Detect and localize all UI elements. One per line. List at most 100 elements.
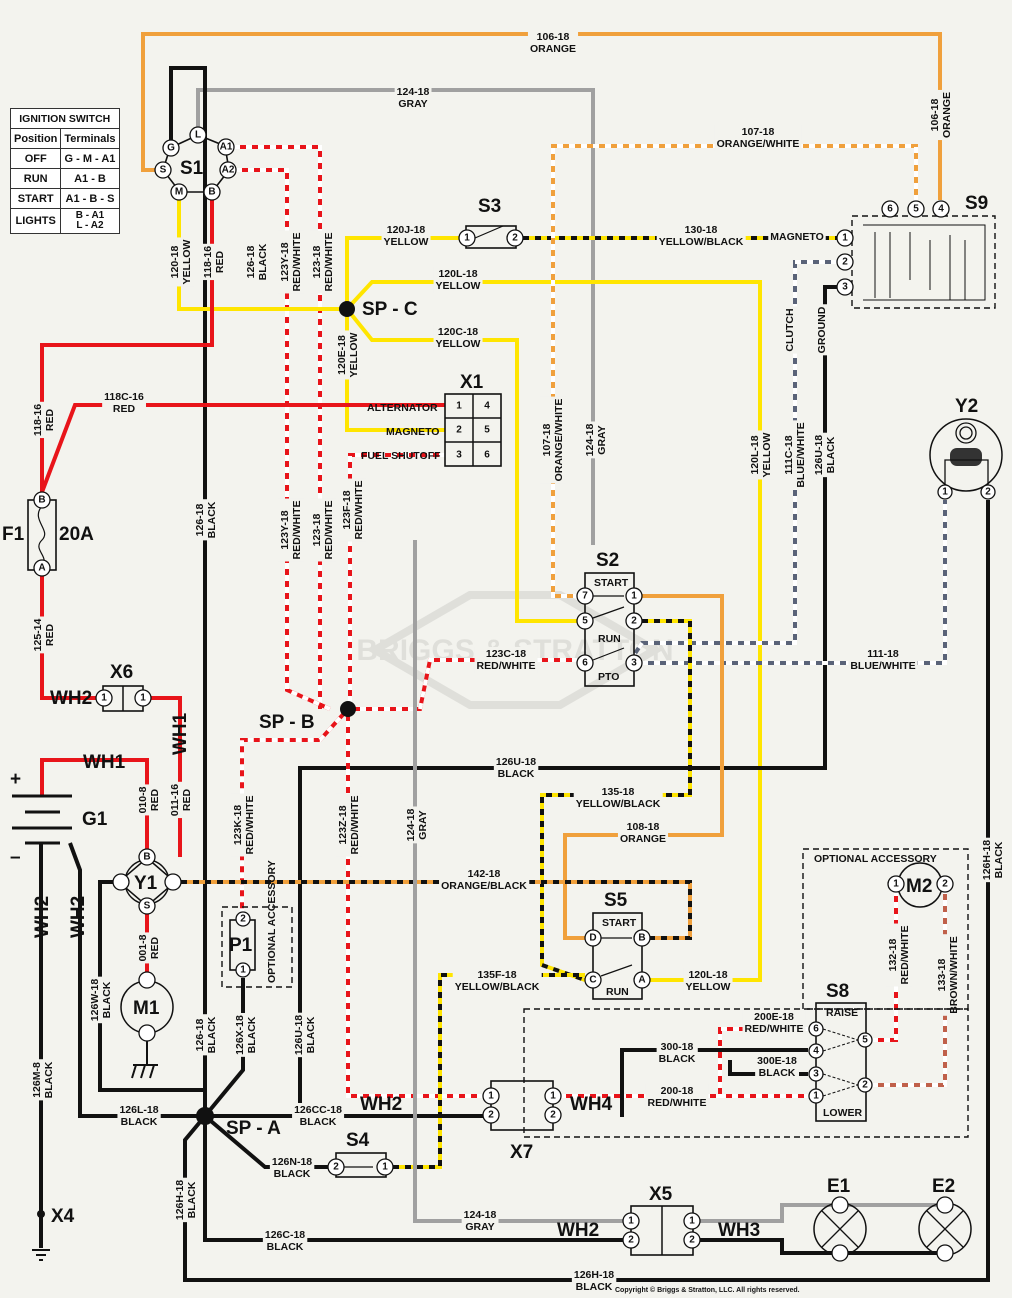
- svg-text:A1: A1: [220, 142, 233, 153]
- svg-text:1: 1: [631, 591, 637, 602]
- svg-text:B: B: [38, 495, 45, 506]
- wire-120c-yellow: [345, 307, 577, 623]
- svg-text:3: 3: [631, 658, 637, 669]
- terminals-cell: A1 - B: [60, 168, 120, 189]
- wire-label-magneto: MAGNETO: [770, 231, 823, 243]
- ground-x4: X4: [32, 1206, 75, 1261]
- svg-text:B: B: [208, 187, 215, 198]
- svg-text:2: 2: [842, 257, 848, 268]
- wire-123y-redwhite-stripe: [236, 168, 331, 711]
- wire-label-w111C: 111C-18BLUE/WHITE: [783, 422, 807, 487]
- svg-text:1: 1: [942, 487, 948, 498]
- wire-label-w011: 011-16RED: [169, 784, 193, 816]
- wire-label-w120: 120-18YELLOW: [169, 239, 193, 284]
- svg-text:S4: S4: [346, 1130, 370, 1151]
- svg-text:S: S: [144, 901, 151, 912]
- svg-text:1: 1: [382, 1162, 388, 1173]
- wire-label-w125: 125-14RED: [32, 618, 56, 651]
- wire-123-redwhite: [234, 145, 322, 709]
- wire-126-black: [169, 66, 207, 1116]
- splice-sp-b: [340, 701, 356, 717]
- svg-text:2: 2: [631, 616, 637, 627]
- svg-text:S3: S3: [478, 196, 501, 217]
- svg-text:7: 7: [582, 591, 588, 602]
- svg-text:FUEL SHUTOFF: FUEL SHUTOFF: [361, 450, 441, 462]
- svg-text:3: 3: [456, 450, 462, 461]
- wire-label-w123Y: 123Y-18RED/WHITE: [279, 233, 303, 292]
- starter-motor-m1: M1: [120, 971, 174, 1079]
- wire-label-w107: 107-18ORANGE/WHITE: [541, 399, 565, 482]
- wire-label-w126b: 126-18BLACK: [194, 1016, 218, 1053]
- svg-text:1: 1: [456, 401, 462, 412]
- terminals-cell: B - A1 L - A2: [60, 208, 120, 234]
- wire-010-red: [40, 758, 149, 849]
- svg-text:F1: F1: [2, 524, 25, 545]
- wire-label-w123F: 123F-18RED/WHITE: [341, 481, 365, 540]
- svg-text:RAISE: RAISE: [826, 1007, 858, 1019]
- wire-133-brownwhite-stripe: [872, 892, 947, 1087]
- svg-text:X7: X7: [510, 1142, 533, 1163]
- svg-text:3: 3: [842, 282, 848, 293]
- svg-text:X5: X5: [649, 1184, 673, 1205]
- svg-text:2: 2: [240, 914, 246, 925]
- wire-123f-redwhite-stripe: [348, 453, 445, 709]
- svg-text:6: 6: [582, 658, 588, 669]
- svg-text:SP - B: SP - B: [259, 712, 315, 733]
- svg-text:1: 1: [628, 1216, 634, 1227]
- svg-text:+: +: [10, 769, 21, 790]
- svg-text:WH2: WH2: [360, 1094, 402, 1115]
- wire-label-w123Z: 123Z-18RED/WHITE: [337, 796, 361, 855]
- headlight-e2: E2: [918, 1176, 972, 1262]
- s1-label: S1: [180, 158, 204, 179]
- battery-g1: + – G1: [10, 769, 108, 868]
- svg-text:5: 5: [862, 1035, 868, 1046]
- svg-text:4: 4: [484, 401, 490, 412]
- position-cell: OFF: [9, 148, 62, 169]
- seat-switch-s5: START RUN D B C A S5: [584, 890, 651, 1000]
- wire-label-w124: 124-18GRAY: [584, 423, 608, 456]
- svg-text:G1: G1: [82, 809, 108, 830]
- svg-text:2: 2: [550, 1110, 556, 1121]
- wire-123-redwhite-stripe: [234, 145, 322, 709]
- wire-label-w126Hb: 126H-18BLACK: [174, 1180, 198, 1220]
- wire-135-yellowblack-stripe: [540, 619, 692, 982]
- optional-accessory-p1: 2 1 P1 OPTIONAL ACCESSORY: [221, 860, 293, 988]
- svg-text:5: 5: [484, 425, 490, 436]
- svg-text:3: 3: [813, 1069, 819, 1080]
- svg-text:1: 1: [550, 1091, 556, 1102]
- svg-text:2: 2: [942, 879, 948, 890]
- svg-text:4: 4: [813, 1046, 819, 1057]
- svg-text:S9: S9: [965, 193, 988, 214]
- pto-switch-s2: START RUN PTO 7 5 6 1 2 3 S2: [576, 550, 643, 687]
- connector-x5: 1 2 1 2 X5: [622, 1184, 701, 1256]
- svg-text:S8: S8: [826, 981, 849, 1002]
- splice-sp-a: [196, 1107, 214, 1125]
- wire-300-black: [620, 1048, 808, 1117]
- harness-labels: WH2 WH1 WH1 WH2 WH2 WH2 WH4 WH2 WH3: [32, 688, 760, 1241]
- svg-text:START: START: [602, 917, 637, 929]
- svg-text:1: 1: [101, 693, 107, 704]
- svg-text:M: M: [175, 187, 183, 198]
- svg-text:1: 1: [140, 693, 146, 704]
- svg-text:L: L: [195, 130, 201, 141]
- starter-solenoid-y1: B S Y1: [112, 848, 182, 915]
- connector-x7: 1 2 1 2 X7: [482, 1080, 562, 1163]
- svg-text:1: 1: [488, 1091, 494, 1102]
- wire-label-w126X: 126X-18BLACK: [234, 1015, 258, 1055]
- svg-text:E1: E1: [827, 1176, 851, 1197]
